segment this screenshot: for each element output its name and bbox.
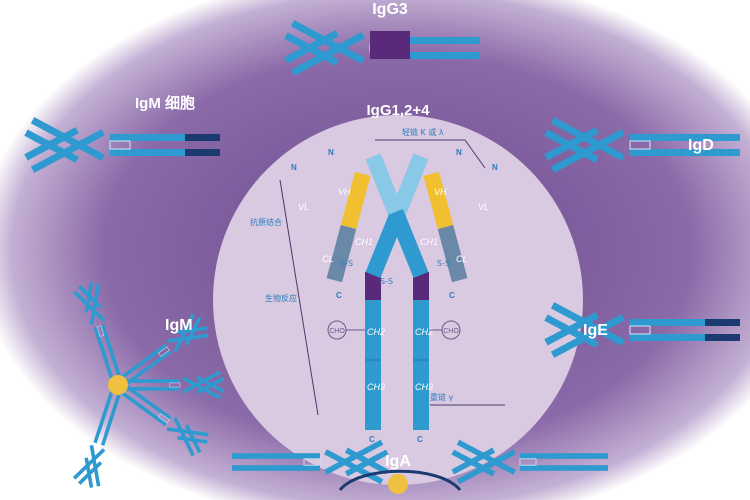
center-title: IgG1,2+4	[367, 102, 431, 119]
vh-right-label: VH	[434, 187, 447, 197]
j-chain	[108, 375, 128, 395]
ige-structure	[543, 301, 741, 359]
vl-left-label: VL	[298, 202, 309, 212]
ch3-right-label: CH3	[415, 382, 433, 392]
n-term-label: N	[456, 148, 462, 157]
heavy-chain-right-fc	[413, 300, 429, 430]
hinge-right	[413, 272, 429, 300]
c-term-label: C	[417, 435, 423, 444]
igm-label: IgM	[165, 317, 193, 334]
ch1-left-label: CH1	[355, 237, 373, 247]
biological-response-label: 生物反应	[265, 293, 297, 303]
antigen-binding-label: 抗原结合	[250, 217, 282, 227]
heavy-chain-left-fc	[365, 300, 381, 430]
ch2-right-label: CH2	[415, 327, 433, 337]
c-term-label: C	[449, 291, 455, 300]
n-term-label: N	[328, 148, 334, 157]
disulfide-hinge-label: S-S	[380, 277, 393, 286]
domain-bracket-line	[279, 179, 319, 416]
igm-pentamer-structure	[70, 278, 225, 492]
ch3-left-label: CH3	[367, 382, 385, 392]
cl-left-label: CL	[322, 254, 334, 264]
vl-right-label: VL	[478, 202, 489, 212]
ige-label: IgE	[583, 322, 608, 339]
cl-right-label: CL	[456, 254, 468, 264]
hinge-left	[365, 272, 381, 300]
ch2-left-label: CH2	[367, 327, 385, 337]
iga-structure	[231, 438, 609, 494]
c-term-label: C	[336, 291, 342, 300]
light-chain-label: 轻链 K 或 λ	[402, 127, 444, 137]
ch1-right-label: CH1	[420, 237, 438, 247]
cho-left: CHO	[327, 320, 365, 340]
cho-left-label: CHO	[329, 328, 345, 335]
n-term-label: N	[492, 163, 498, 172]
igg3-structure	[283, 19, 481, 77]
igg-detailed-structure	[326, 153, 468, 430]
n-term-label: N	[291, 163, 297, 172]
vh-left-label: VH	[338, 187, 351, 197]
igg3-label: IgG3	[372, 1, 408, 18]
disulfide-left-label: S-S	[340, 259, 353, 268]
igd-label: IgD	[688, 137, 714, 154]
disulfide-right-label: S-S	[437, 259, 450, 268]
iga-label: IgA	[385, 453, 411, 470]
cho-right: CHO	[429, 320, 461, 340]
igm-cell-structure	[23, 116, 221, 174]
c-term-label: C	[369, 435, 375, 444]
heavy-chain-label: 重链 γ	[430, 392, 454, 402]
igm-cell-label: IgM 细胞	[135, 94, 195, 112]
inner-circle	[213, 115, 583, 485]
cho-right-label: CHO	[443, 328, 459, 335]
